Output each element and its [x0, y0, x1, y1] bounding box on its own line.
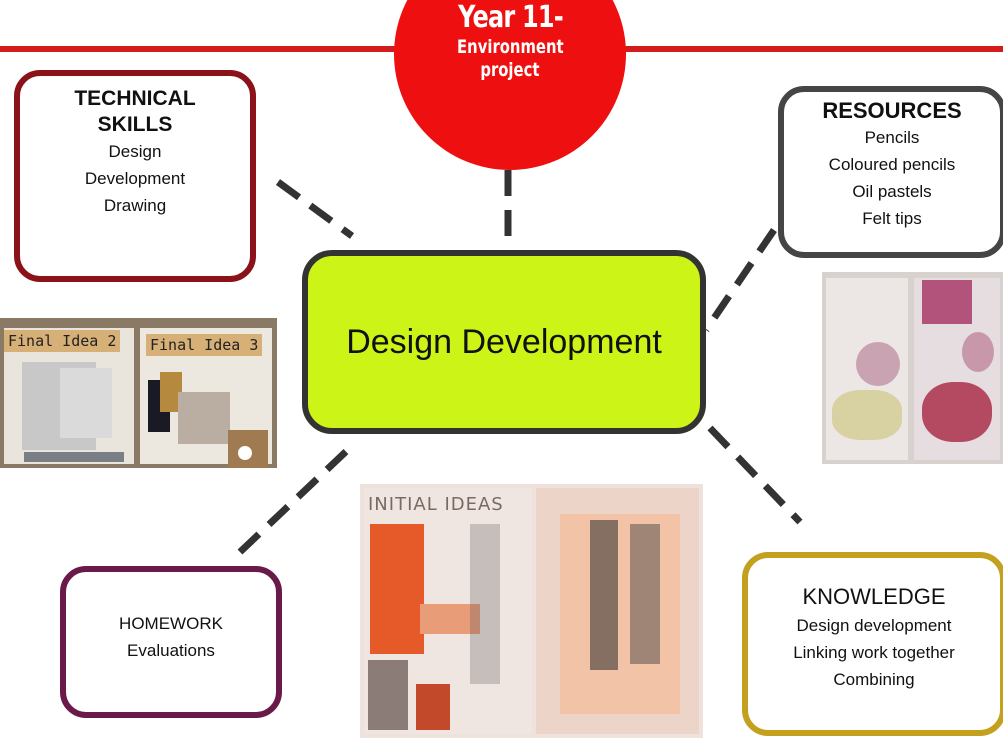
title-sub-line1: Environment: [456, 36, 564, 58]
red-flower-cluster: [922, 382, 992, 442]
resources-item: Coloured pencils: [828, 155, 956, 174]
resources-item: Felt tips: [862, 209, 922, 228]
center-topic-label: Design Development: [346, 322, 662, 361]
initial-ideas-tag: INITIAL IDEAS: [368, 494, 504, 515]
technical-skills-item: Design: [108, 142, 162, 161]
technical-skills-box: TECHNICAL SKILLS Design Development Draw…: [14, 70, 256, 282]
knowledge-item: Design development: [796, 616, 952, 635]
sketch-gold-shape: [160, 372, 182, 412]
resources-item: Pencils: [864, 128, 920, 147]
watercolour-wash: [560, 514, 680, 714]
fashion-figure-sketch: [470, 524, 500, 684]
yellow-flower-cluster: [832, 390, 902, 440]
final-ideas-sketchbook-photo: Final Idea 2 Final Idea 3: [0, 318, 277, 468]
fashion-figure-sketch: [630, 524, 660, 664]
technical-skills-heading-line1: TECHNICAL: [74, 87, 196, 110]
homework-item: Evaluations: [127, 641, 215, 660]
photo-clipping: [368, 660, 408, 730]
final-idea-2-tag: Final Idea 2: [4, 330, 121, 352]
swatch-strip: [24, 452, 124, 462]
initial-ideas-sketchbook-photo: INITIAL IDEAS: [360, 484, 703, 738]
technical-skills-heading-line2: SKILLS: [97, 113, 173, 136]
flower-sketch: [962, 332, 994, 372]
resources-box: RESOURCES Pencils Coloured pencils Oil p…: [778, 86, 1003, 258]
fashion-figure-sketch: [590, 520, 618, 670]
final-idea-3-tag: Final Idea 3: [146, 334, 263, 356]
pink-swatch: [922, 280, 972, 324]
homework-box: HOMEWORK Evaluations: [60, 566, 282, 718]
homework-heading: HOMEWORK: [119, 614, 223, 633]
title-main-text: Year 11-: [457, 0, 564, 35]
peach-paint-wash: [420, 604, 480, 634]
floral-sketchbook-photo: [822, 272, 1003, 464]
resources-item: Oil pastels: [852, 182, 932, 201]
knowledge-item: Combining: [833, 670, 915, 689]
sketch-grid-block: [60, 368, 112, 438]
technical-skills-item: Development: [84, 169, 186, 188]
knowledge-box: KNOWLEDGE Design development Linking wor…: [742, 552, 1003, 736]
orange-paint-wash: [370, 524, 424, 654]
connector-technical-center: [275, 179, 355, 239]
resources-heading: RESOURCES: [822, 98, 962, 123]
title-sub-line2: project: [480, 59, 540, 81]
photo-thumbnail: [178, 392, 230, 444]
technical-skills-item: Drawing: [103, 196, 167, 215]
flower-sketch: [856, 342, 900, 386]
knowledge-item: Linking work together: [793, 643, 955, 662]
center-topic-box: Design Development: [302, 250, 706, 434]
connector-knowledge-center: [707, 425, 803, 525]
pattern-clipping: [416, 684, 450, 730]
knowledge-heading: KNOWLEDGE: [802, 584, 946, 609]
connector-homework-center: [237, 439, 359, 555]
connector-resources-center: [703, 228, 777, 332]
fabric-dot: [238, 446, 252, 460]
